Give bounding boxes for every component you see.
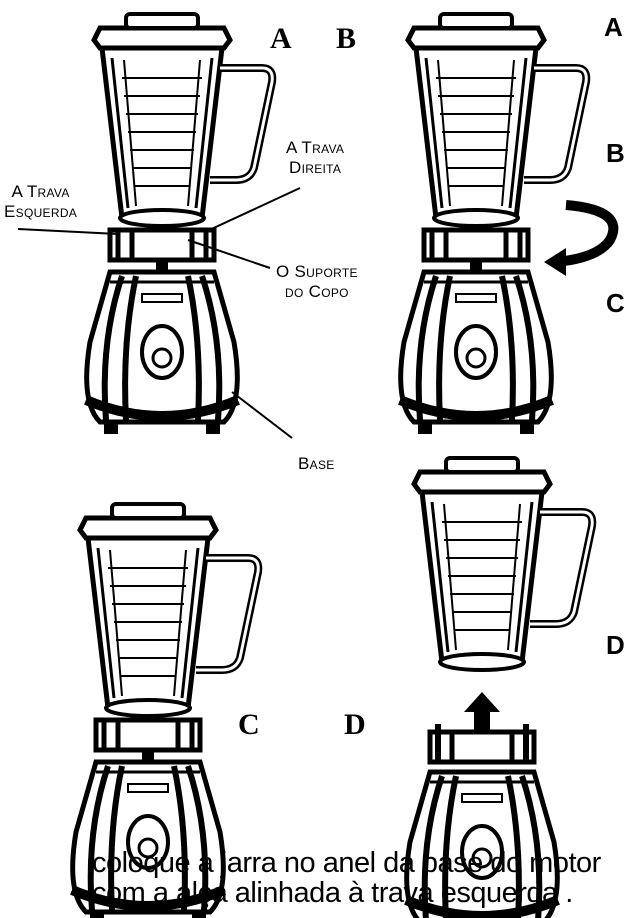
panel-label-a: A <box>270 22 292 55</box>
edge-label-a: A <box>604 12 623 42</box>
callout-lines <box>17 187 301 439</box>
cup-support-line-1: O Suporte <box>276 262 358 281</box>
base-callout: Base <box>298 454 335 474</box>
base-line <box>231 391 293 439</box>
base-label: Base <box>298 454 335 473</box>
blender-d <box>406 458 592 918</box>
right-lock-line <box>204 187 301 233</box>
cup-support-line <box>187 239 271 269</box>
right-lock-line-2: Direita <box>289 158 342 177</box>
panel-label-d: D <box>344 708 366 741</box>
lift-arrow <box>464 692 500 732</box>
caption-line-2: com a alça alinhada à trava esquerda . <box>92 877 573 909</box>
left-lock-line-2: Esquerda <box>4 202 78 221</box>
rotation-arrow <box>544 200 619 276</box>
panel-label-c: C <box>238 708 260 741</box>
left-lock-callout: A Trava Esquerda <box>4 182 77 222</box>
edge-label-c: C <box>606 288 625 318</box>
left-lock-line-1: A Trava <box>11 182 70 201</box>
cup-support-callout: O Suporte do Copo <box>276 262 358 302</box>
blender-b <box>400 14 586 434</box>
right-lock-line-1: A Trava <box>286 138 345 157</box>
edge-label-d: D <box>606 630 625 660</box>
panel-label-b: B <box>336 22 357 55</box>
edge-label-b: B <box>606 138 625 168</box>
blender-a <box>86 14 272 434</box>
cup-support-line-2: do Copo <box>285 282 349 301</box>
left-lock-line <box>17 228 119 235</box>
caption-line-1: coloque a jarra no anel da base do motor <box>92 847 601 879</box>
right-lock-callout: A Trava Direita <box>286 138 344 178</box>
